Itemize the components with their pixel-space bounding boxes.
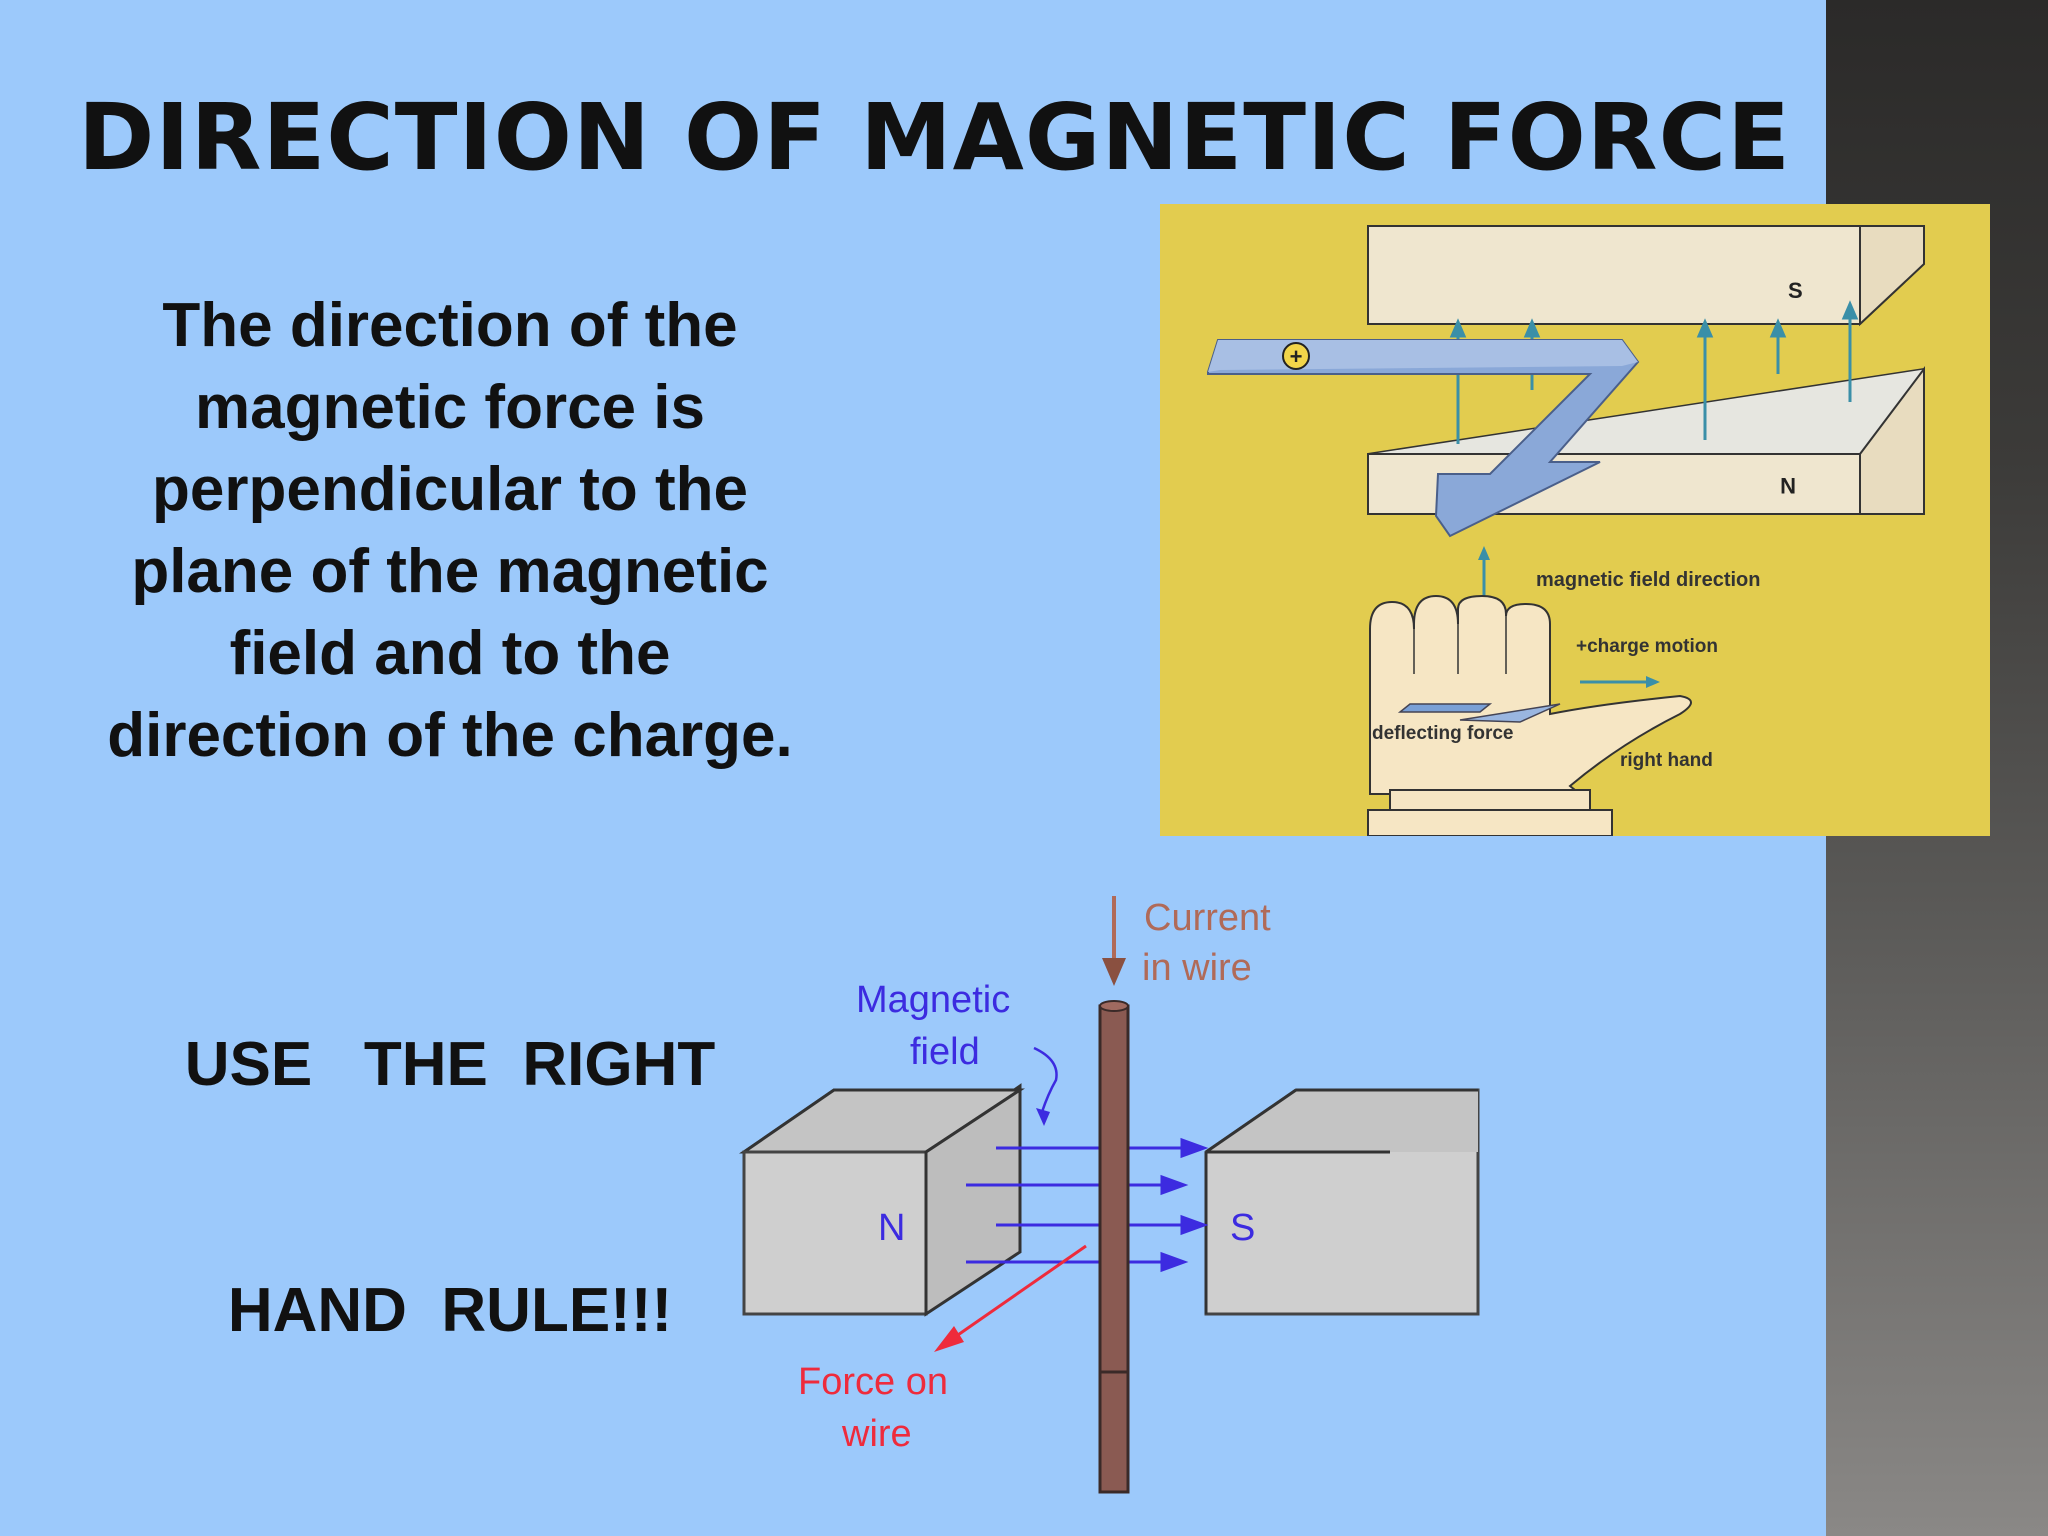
current-label-line2: in wire xyxy=(1142,947,1252,989)
explanation-line: field and to the xyxy=(229,619,671,688)
explanation-line: magnetic force is xyxy=(195,373,705,442)
pole-label-s: S xyxy=(1788,278,1803,303)
explanation-text: The direction of the magnetic force is p… xyxy=(50,285,850,777)
field-label-line1: Magnetic xyxy=(856,979,1010,1021)
field-pointer-head xyxy=(1036,1108,1050,1126)
charge-symbol: + xyxy=(1290,344,1303,369)
wire xyxy=(1098,1000,1130,1494)
force-label-line1: Force on xyxy=(798,1361,948,1403)
explanation-line: perpendicular to the xyxy=(152,455,748,524)
wire-force-diagram: N S Current in wire Magnetic field xyxy=(739,896,1480,1494)
rule-line: USE THE RIGHT xyxy=(184,1030,716,1099)
deflecting-force-label: deflecting force xyxy=(1372,723,1513,744)
explanation-line: plane of the magnetic xyxy=(131,537,769,606)
charge-motion-label: +charge motion xyxy=(1576,636,1718,657)
right-hand-rule-diagram: S N + magnetic field xyxy=(1160,204,1990,836)
pole-label-n: N xyxy=(1780,473,1796,498)
pole-label-n: N xyxy=(878,1207,905,1249)
explanation-line: The direction of the xyxy=(162,291,738,360)
field-direction-label: magnetic field direction xyxy=(1536,569,1760,591)
rule-line: HAND RULE!!! xyxy=(227,1276,673,1345)
charge-path-arrow xyxy=(1207,339,1640,538)
right-hand-icon xyxy=(1367,546,1692,836)
right-hand-rule-callout: USE THE RIGHT HAND RULE!!! xyxy=(50,860,850,1434)
current-arrow xyxy=(1102,896,1126,986)
positive-charge: + xyxy=(1282,342,1310,370)
south-magnet-block: S xyxy=(1204,1088,1480,1316)
right-hand-label: right hand xyxy=(1620,750,1713,771)
force-label-line2: wire xyxy=(841,1413,912,1455)
explanation-line: direction of the charge. xyxy=(107,701,793,770)
force-arrow xyxy=(934,1244,1087,1352)
current-label-line1: Current xyxy=(1144,897,1271,939)
field-pointer xyxy=(1033,1046,1058,1113)
field-label-line2: field xyxy=(910,1031,980,1073)
slide-title: DIRECTION OF MAGNETIC FORCE xyxy=(78,84,1792,191)
pole-label-s: S xyxy=(1230,1207,1255,1249)
south-magnet: S xyxy=(1367,225,1925,327)
north-magnet-block: N xyxy=(739,1083,1025,1317)
